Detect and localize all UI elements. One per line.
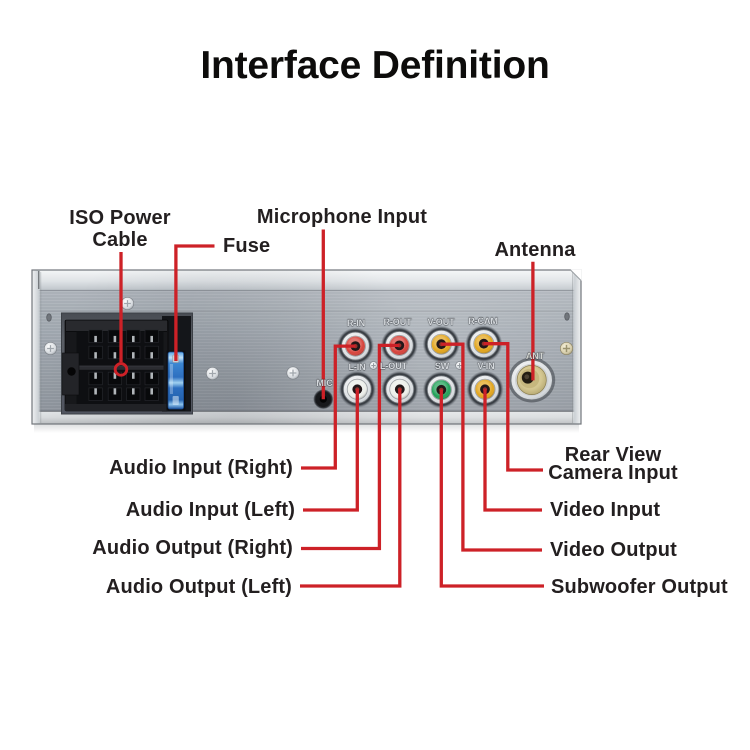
callout-line-audio-output-left	[300, 389, 402, 588]
callout-line-video-input	[483, 389, 542, 512]
label-audio-output-left: Audio Output (Left)	[105, 576, 292, 598]
callout-line-rear-view-camera-input	[483, 342, 543, 472]
label-antenna: Antenna	[494, 239, 576, 261]
screw-near-mic	[286, 366, 300, 380]
screw-small-left	[369, 361, 378, 370]
stamped-hole-left	[46, 313, 52, 322]
label-audio-input-left: Audio Input (Left)	[125, 499, 295, 521]
label-video-output: Video Output	[550, 539, 677, 561]
label-audio-output-right: Audio Output (Right)	[92, 537, 293, 559]
callout-line-audio-input-left	[303, 389, 359, 512]
stamped-hole-right	[564, 312, 570, 321]
iso-pin-holes	[88, 329, 159, 401]
label-subwoofer-output: Subwoofer Output	[551, 576, 728, 598]
callout-line-subwoofer-output	[439, 389, 544, 588]
port-label-l-in: L-IN	[348, 361, 366, 372]
screw-mid-left	[205, 366, 220, 381]
fuse-component	[166, 350, 186, 411]
callout-line-fuse	[174, 244, 215, 361]
device-drop-shadow	[34, 424, 579, 433]
callout-line-audio-output-right	[301, 343, 400, 551]
port-label-r-in: R-IN	[346, 317, 366, 328]
port-label-l-out: L-OUT	[380, 361, 407, 371]
iso-pins	[94, 335, 153, 395]
screw-left-edge	[43, 341, 58, 356]
screw-right-edge	[559, 341, 574, 356]
port-label-ant: ANT	[525, 351, 545, 361]
label-fuse: Fuse	[223, 235, 271, 257]
iso-target-circle	[113, 362, 129, 377]
port-label-mic: MIC	[316, 377, 333, 388]
callout-line-video-output	[441, 342, 542, 552]
screw-top-left	[120, 296, 135, 311]
label-audio-input-right: Audio Input (Right)	[109, 457, 293, 479]
label-video-input: Video Input	[550, 499, 661, 521]
port-label-sw: SW	[434, 361, 450, 371]
page-title: Interface Definition	[200, 44, 550, 87]
port-label-v-in: V-IN	[477, 360, 495, 371]
port-label-r-out: R-OUT	[383, 317, 412, 327]
callout-lines	[119, 229, 544, 588]
iso-latch-hole	[67, 367, 76, 376]
port-label-r-cam: R-CAM	[468, 316, 498, 326]
callout-line-audio-input-right	[301, 344, 356, 470]
label-microphone-input: Microphone Input	[256, 206, 428, 228]
panel-screws	[43, 296, 574, 381]
port-label-v-out: V-OUT	[427, 316, 455, 327]
